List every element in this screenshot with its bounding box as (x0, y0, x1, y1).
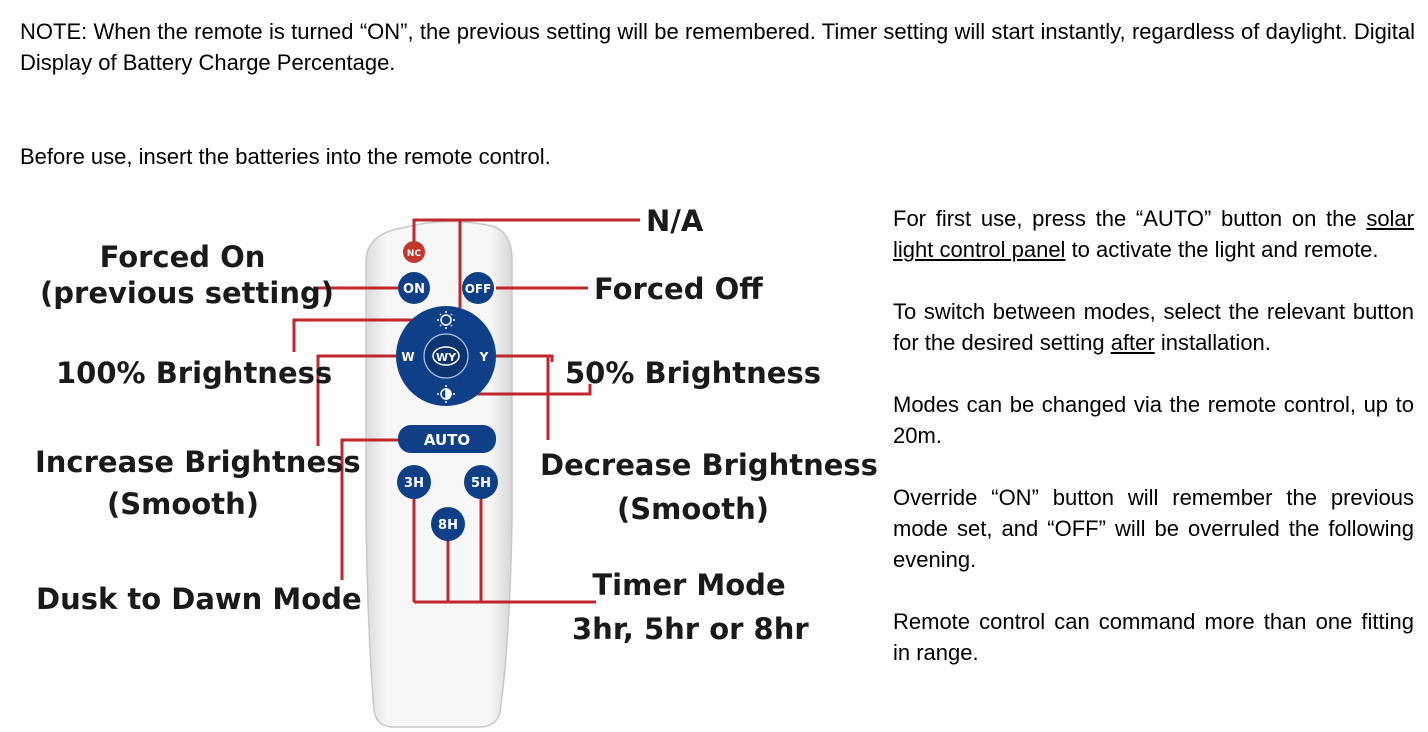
instruction-switch-modes: To switch between modes, select the rele… (893, 296, 1414, 358)
note-paragraph: NOTE: When the remote is turned “ON”, th… (20, 19, 1415, 75)
callout-na (412, 218, 640, 248)
brightness-up-icon[interactable] (437, 311, 455, 329)
off-button-label: OFF (465, 282, 492, 296)
label-decrease-line1: Decrease Brightness (540, 448, 878, 482)
instruction-switch-text-end: installation. (1154, 330, 1271, 355)
timer-3h-button[interactable] (397, 465, 431, 499)
timer-8h-button[interactable] (431, 507, 465, 541)
nc-button[interactable] (403, 241, 425, 263)
label-brightness-100: 100% Brightness (56, 356, 333, 390)
nc-label: NC (407, 249, 422, 259)
instruction-range: Modes can be changed via the remote cont… (893, 392, 1414, 448)
instruction-first-use: For first use, press the “AUTO” button o… (893, 203, 1414, 265)
timer-3h-label: 3H (404, 476, 424, 491)
instruction-switch-text: To switch between modes, select the rele… (893, 299, 1414, 355)
label-decrease-line2: (Smooth) (617, 492, 769, 526)
w-button-label[interactable]: W (401, 350, 414, 364)
on-button[interactable] (398, 272, 430, 304)
label-forced-on-line2: (previous setting) (40, 276, 335, 310)
before-use-paragraph: Before use, insert the batteries into th… (20, 144, 551, 169)
timer-5h-label: 5H (471, 476, 491, 491)
y-button-label[interactable]: Y (479, 350, 489, 364)
remote-diagram: NC ON OFF WY W Y AUTO 3H 5H 8H (292, 218, 640, 728)
label-timer-line2: 3hr, 5hr or 8hr (572, 612, 809, 646)
label-forced-off: Forced Off (594, 272, 763, 306)
off-button[interactable] (462, 272, 494, 304)
dpad-center[interactable] (423, 333, 469, 379)
callout-increase (316, 354, 400, 446)
on-button-label: ON (403, 282, 425, 297)
solar-panel-link: solar light control panel (893, 206, 1414, 262)
instruction-first-use-text-end: to activate the light and remote. (1065, 237, 1379, 262)
auto-button[interactable] (398, 425, 496, 453)
instruction-after-underlined: after (1110, 330, 1155, 355)
label-forced-on-line1: Forced On (99, 240, 266, 274)
callout-brightness-100 (292, 318, 446, 352)
label-increase-line2: (Smooth) (107, 487, 259, 521)
callout-decrease (504, 354, 550, 440)
label-increase-line1: Increase Brightness (35, 445, 361, 479)
brightness-down-icon[interactable] (437, 385, 455, 403)
wy-button-label: WY (436, 351, 457, 364)
label-brightness-50: 50% Brightness (565, 356, 821, 390)
instruction-first-use-text: For first use, press the “AUTO” button o… (893, 206, 1367, 231)
wy-button-outline (432, 346, 460, 366)
label-timer-line1: Timer Mode (592, 568, 786, 602)
timer-5h-button[interactable] (464, 465, 498, 499)
instruction-multi-fitting: Remote control can command more than one… (893, 609, 1414, 665)
auto-button-label: AUTO (424, 431, 470, 449)
callout-50-bottom (446, 384, 592, 396)
label-dusk-to-dawn: Dusk to Dawn Mode (36, 582, 362, 616)
callout-dusk (340, 438, 398, 580)
label-na: N/A (646, 204, 704, 238)
instruction-override: Override “ON” button will remember the p… (893, 485, 1414, 572)
timer-8h-label: 8H (438, 518, 458, 533)
instructions: For first use, press the “AUTO” button o… (893, 203, 1414, 699)
